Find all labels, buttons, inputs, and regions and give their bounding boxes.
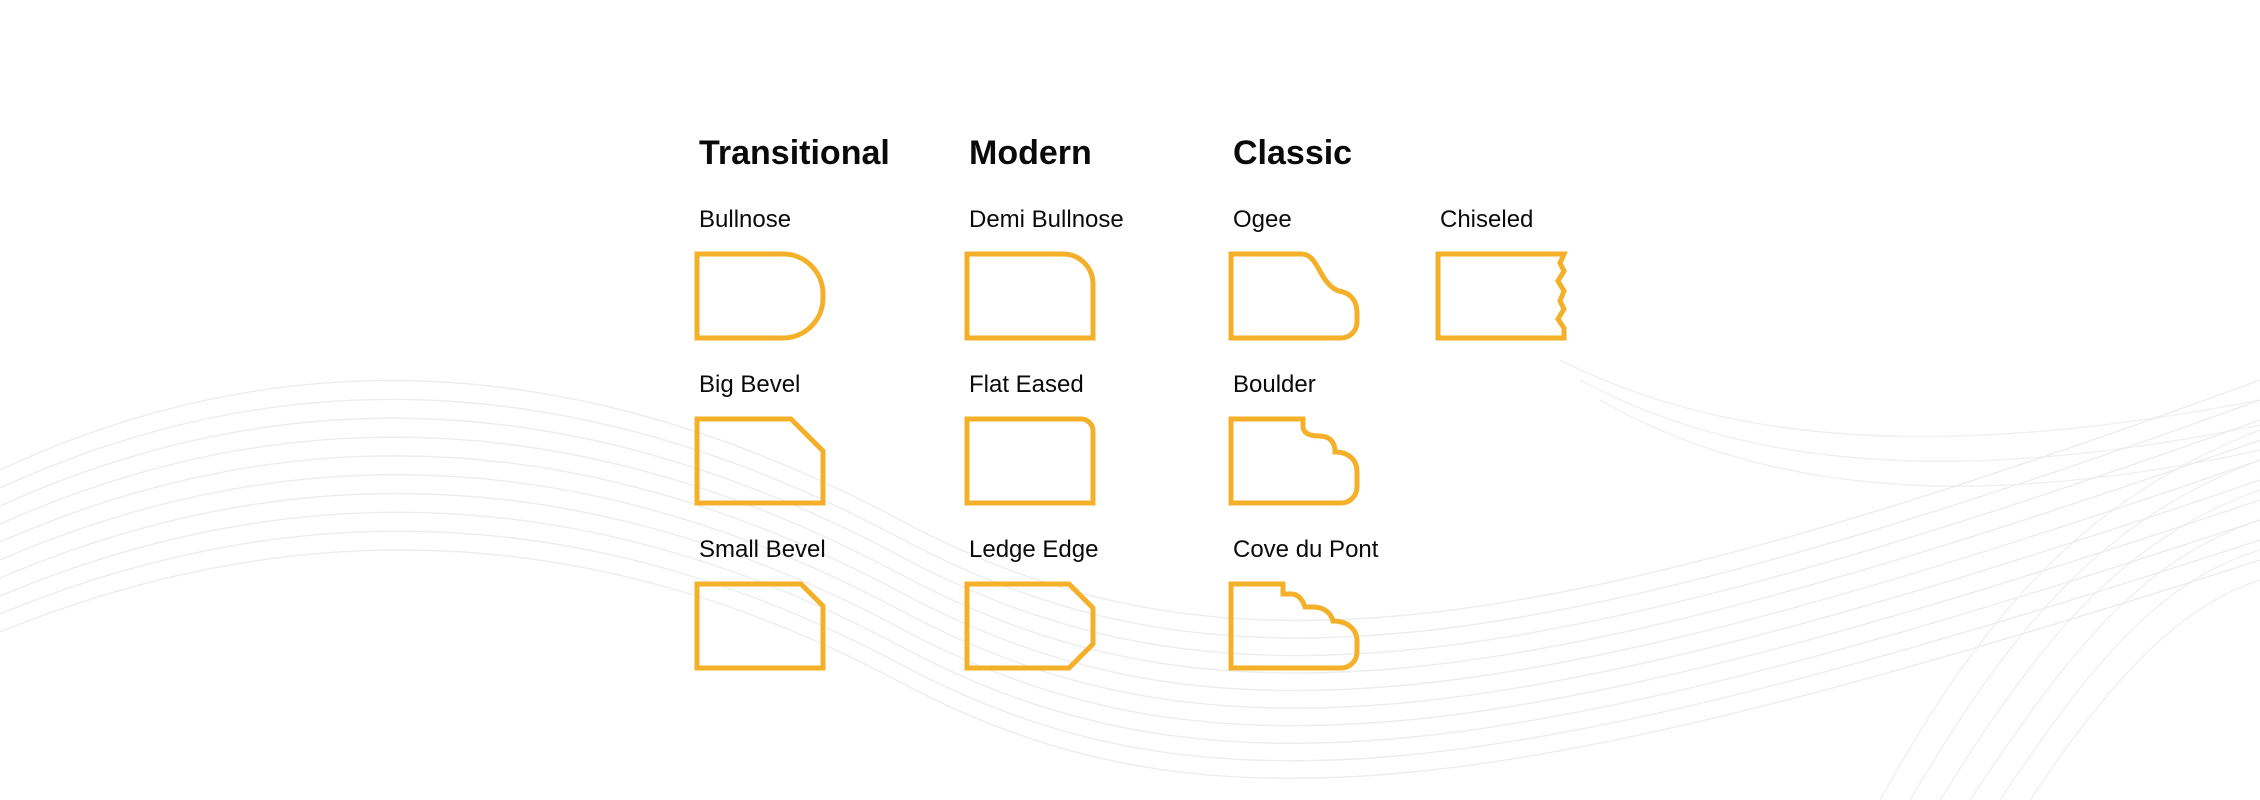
bullnose-profile-outline	[694, 251, 826, 341]
ogee-profile-outline	[1228, 251, 1360, 341]
big-bevel-edge-icon	[694, 416, 826, 506]
ogee-edge-icon	[1228, 251, 1360, 341]
small-bevel-edge-icon	[694, 581, 826, 671]
ledge-edge-profile-outline	[964, 581, 1096, 671]
profile-label-ogee: Ogee	[1233, 206, 1292, 233]
category-title-classic: Classic	[1233, 134, 1353, 172]
flat-eased-profile-outline	[964, 416, 1096, 506]
profile-label-chiseled: Chiseled	[1440, 206, 1534, 233]
demi-bullnose-profile-outline	[964, 251, 1096, 341]
cove-du-pont-edge-icon	[1228, 581, 1360, 671]
demi-bullnose-edge-icon	[964, 251, 1096, 341]
profile-label-bullnose: Bullnose	[699, 206, 792, 233]
chiseled-edge-icon	[1435, 251, 1568, 341]
boulder-edge-icon	[1228, 416, 1360, 506]
profile-label-cove-du-pont: Cove du Pont	[1233, 536, 1379, 563]
category-title-modern: Modern	[969, 134, 1092, 172]
category-title-transitional: Transitional	[699, 134, 890, 172]
profile-label-boulder: Boulder	[1233, 371, 1316, 398]
profile-label-ledge-edge: Ledge Edge	[969, 536, 1099, 563]
boulder-profile-outline	[1228, 416, 1360, 506]
small-bevel-profile-outline	[694, 581, 826, 671]
bullnose-edge-icon	[694, 251, 826, 341]
flat-eased-edge-icon	[964, 416, 1096, 506]
chiseled-profile-outline	[1435, 251, 1568, 341]
cove-du-pont-profile-outline	[1228, 581, 1360, 671]
profile-label-flat-eased: Flat Eased	[969, 371, 1084, 398]
ledge-edge-icon	[964, 581, 1096, 671]
big-bevel-profile-outline	[694, 416, 826, 506]
profile-label-demi-bullnose: Demi Bullnose	[969, 206, 1124, 233]
profile-label-small-bevel: Small Bevel	[699, 536, 826, 563]
profile-label-big-bevel: Big Bevel	[699, 371, 801, 398]
